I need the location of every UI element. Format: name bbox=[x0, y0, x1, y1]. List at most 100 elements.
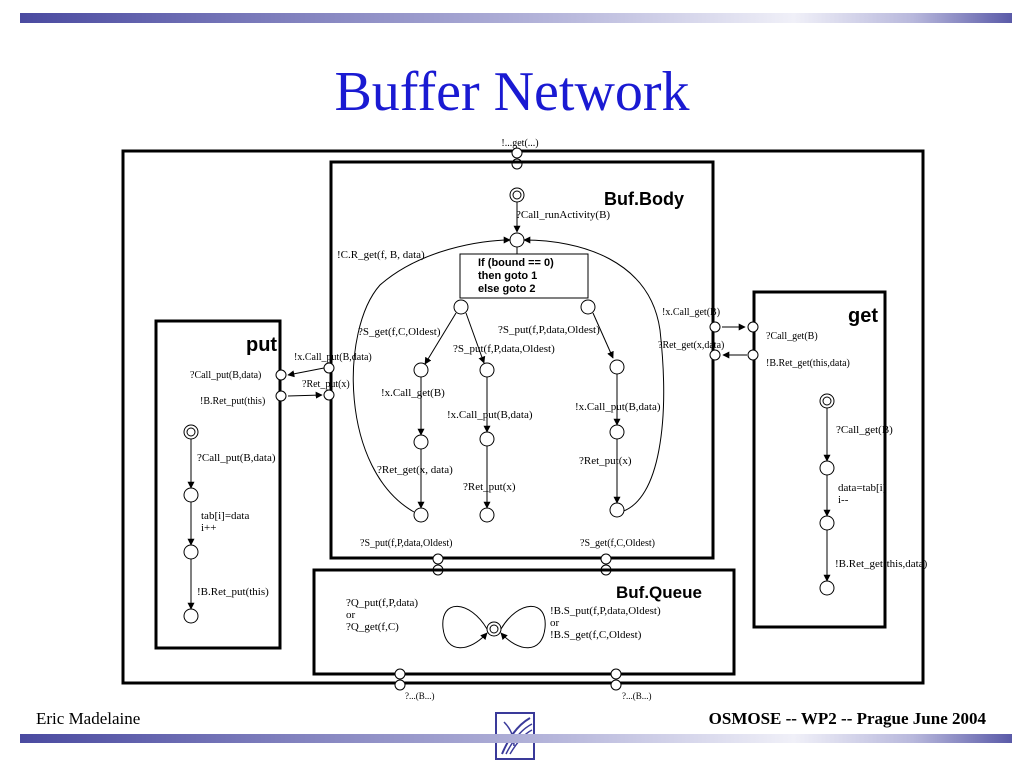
put-state-3 bbox=[183, 544, 199, 560]
outer-bottom-port-b1 bbox=[610, 668, 622, 680]
queue-left-1: ?Q_put(f,P,data) bbox=[346, 597, 418, 609]
label-call-run: ?Call_runActivity(B) bbox=[516, 209, 610, 221]
get-label-assign-2: i-- bbox=[838, 494, 849, 506]
body-state-l1 bbox=[413, 362, 429, 378]
outer-bottom-port-a2 bbox=[394, 679, 406, 691]
body-initial-state-inner bbox=[512, 190, 522, 200]
queue-loop-left bbox=[442, 605, 488, 649]
put-port-label-call-put: ?Call_put(B,data) bbox=[190, 370, 261, 381]
body-state-r2 bbox=[609, 424, 625, 440]
get-state-2 bbox=[819, 460, 835, 476]
edge-s-put-2 bbox=[592, 312, 614, 359]
put-label-assign-2: i++ bbox=[201, 522, 216, 534]
port-label-ix-call-put: !x.Call_put(B,data) bbox=[294, 352, 372, 363]
label-x-call-put-1: !x.Call_put(B,data) bbox=[447, 409, 533, 421]
footer-author: Eric Madelaine bbox=[36, 709, 141, 728]
queue-left-3: ?Q_get(f,C) bbox=[346, 621, 399, 633]
put-title: put bbox=[246, 334, 277, 356]
body-state-l2 bbox=[413, 434, 429, 450]
outer-bottom-port-b2 bbox=[610, 679, 622, 691]
label-c-r-get: !C.R_get(f, B, data) bbox=[337, 249, 425, 261]
put-label-assign-1: tab[i]=data bbox=[201, 510, 249, 522]
queue-loop-right bbox=[500, 605, 546, 649]
loop-arc-left bbox=[352, 236, 511, 513]
label-x-call-put-2: !x.Call_put(B,data) bbox=[575, 401, 661, 413]
get-box bbox=[752, 290, 887, 629]
edge-s-get-1 bbox=[424, 312, 457, 365]
link-put-ret bbox=[287, 391, 323, 399]
body-state-m2 bbox=[479, 431, 495, 447]
bottom-decorative-bar bbox=[20, 734, 1012, 743]
queue-right-2: or bbox=[550, 617, 560, 629]
get-port-label-b-ret-get: !B.Ret_get(this,data) bbox=[766, 358, 850, 369]
buf-queue-title: Buf.Queue bbox=[616, 583, 702, 602]
label-ret-get: ?Ret_get(x, data) bbox=[377, 464, 453, 476]
outer-frame bbox=[121, 149, 925, 685]
buf-body-title: Buf.Body bbox=[604, 189, 684, 209]
put-port-2 bbox=[275, 390, 287, 402]
buf-body-box bbox=[329, 160, 715, 560]
put-port-1 bbox=[275, 369, 287, 381]
buf-queue-box bbox=[312, 568, 736, 676]
label-ret-put-1: ?Ret_put(x) bbox=[463, 481, 516, 493]
get-label-call-get: ?Call_get(B) bbox=[836, 424, 893, 436]
outer-bottom-label-1: ?...(B...) bbox=[405, 691, 435, 701]
outer-top-label: !...get(...) bbox=[501, 138, 538, 149]
body-state-r3 bbox=[609, 502, 625, 518]
get-state-3 bbox=[819, 515, 835, 531]
put-box bbox=[154, 319, 282, 650]
get-port-2 bbox=[747, 349, 759, 361]
queue-right-1: !B.S_put(f,P,data,Oldest) bbox=[550, 605, 661, 617]
get-title: get bbox=[848, 305, 878, 327]
label-x-call-get: !x.Call_get(B) bbox=[381, 387, 445, 399]
port-label-ret-put: ?Ret_put(x) bbox=[302, 379, 350, 390]
port-label-ret-get: ?Ret_get(x,data) bbox=[658, 340, 724, 351]
top-decorative-bar bbox=[20, 13, 1012, 23]
label-s-put-1: ?S_put(f,P,data,Oldest) bbox=[453, 343, 555, 355]
cond-line-3: else goto 2 bbox=[478, 283, 535, 295]
queue-right-3: !B.S_get(f,C,Oldest) bbox=[550, 629, 642, 641]
slide-title: Buffer Network bbox=[334, 61, 690, 123]
get-initial-state-inner bbox=[822, 396, 832, 406]
loop-arc-right bbox=[523, 236, 665, 513]
put-state-4 bbox=[183, 608, 199, 624]
body-state-m3 bbox=[479, 507, 495, 523]
body-state-r1 bbox=[609, 359, 625, 375]
queue-left-2: or bbox=[346, 609, 356, 621]
body-right-port-2 bbox=[709, 349, 721, 361]
body-state-main bbox=[509, 232, 525, 248]
port-label-s-get: ?S_get(f,C,Oldest) bbox=[580, 538, 655, 549]
body-left-port-2 bbox=[323, 389, 335, 401]
get-port-1 bbox=[747, 321, 759, 333]
port-label-s-put: ?S_put(f,P,data,Oldest) bbox=[360, 538, 453, 549]
body-state-branch-1 bbox=[453, 299, 469, 315]
label-s-put-2: ?S_put(f,P,data,Oldest) bbox=[498, 324, 600, 336]
port-label-ix-call-get: !x.Call_get(B) bbox=[662, 307, 720, 318]
put-label-b-ret-put: !B.Ret_put(this) bbox=[197, 586, 269, 598]
put-initial-state-inner bbox=[186, 427, 196, 437]
body-state-branch-2 bbox=[580, 299, 596, 315]
get-label-assign-1: data=tab[i] bbox=[838, 482, 886, 494]
put-label-call-put: ?Call_put(B,data) bbox=[197, 452, 276, 464]
condition-box bbox=[459, 253, 589, 299]
cond-line-2: then goto 1 bbox=[478, 270, 537, 282]
body-state-m1 bbox=[479, 362, 495, 378]
footer-event: OSMOSE -- WP2 -- Prague June 2004 bbox=[708, 709, 986, 728]
put-state-2 bbox=[183, 487, 199, 503]
body-right-port-1 bbox=[709, 321, 721, 333]
put-port-label-b-ret-put: !B.Ret_put(this) bbox=[200, 396, 265, 407]
get-port-label-call-get: ?Call_get(B) bbox=[766, 331, 818, 342]
link-put-call bbox=[287, 367, 325, 378]
label-s-get-1: ?S_get(f,C,Oldest) bbox=[358, 326, 441, 338]
outer-bottom-label-2: ?...(B...) bbox=[622, 691, 652, 701]
body-state-l3 bbox=[413, 507, 429, 523]
queue-state-inner bbox=[489, 624, 499, 634]
edge-s-put-1 bbox=[465, 312, 486, 364]
label-ret-put-2: ?Ret_put(x) bbox=[579, 455, 632, 467]
body-bottom-port-a1 bbox=[432, 553, 444, 565]
get-state-4 bbox=[819, 580, 835, 596]
outer-top-port-1 bbox=[511, 147, 523, 159]
cond-line-1: If (bound == 0) bbox=[478, 257, 554, 269]
body-left-port-1 bbox=[323, 362, 335, 374]
